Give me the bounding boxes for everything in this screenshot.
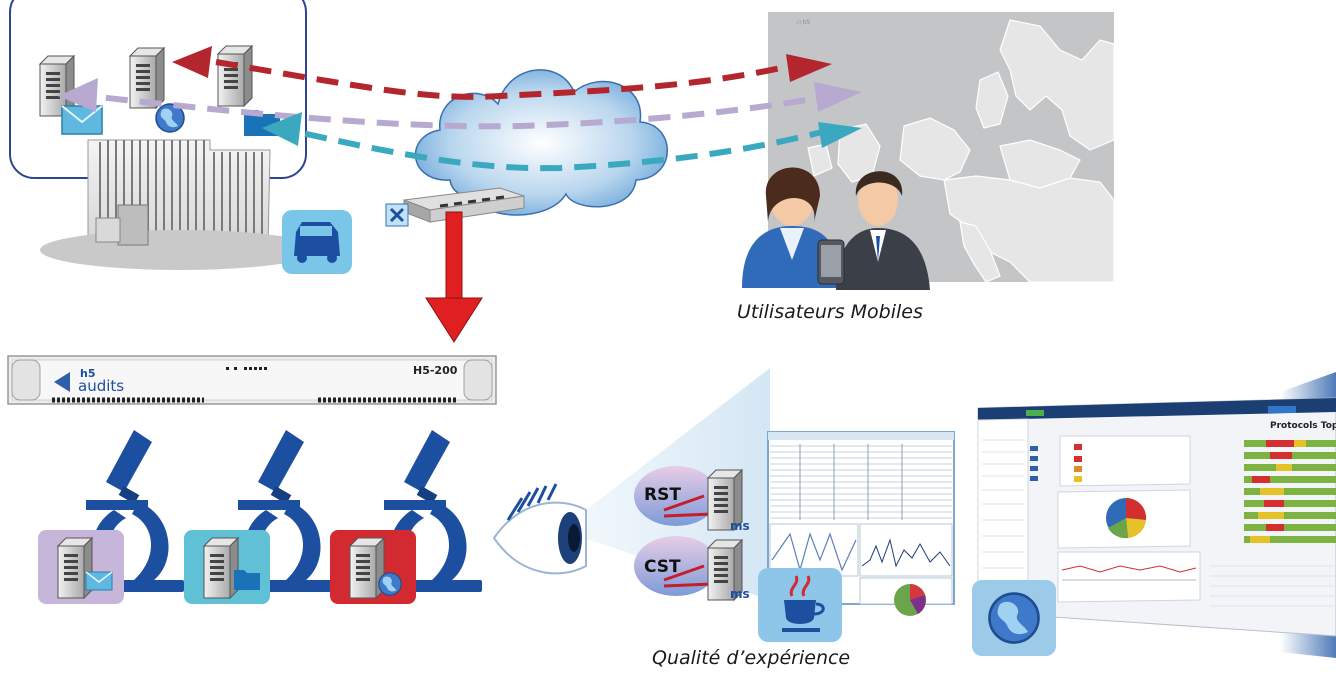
server-icon bbox=[217, 45, 253, 107]
model-label: H5-200 bbox=[413, 364, 458, 377]
server-icon bbox=[203, 537, 239, 599]
server-icon bbox=[129, 47, 165, 109]
building-base bbox=[40, 230, 320, 270]
server-icon bbox=[349, 537, 385, 599]
rst-block: RST ms bbox=[634, 466, 750, 533]
mail-icon bbox=[85, 571, 113, 591]
cloud-icon bbox=[414, 69, 668, 216]
cst-block: CST ms bbox=[634, 536, 750, 601]
arrowhead-teal-left bbox=[262, 112, 302, 146]
h5-200-appliance: h5 audits H5-200 bbox=[7, 355, 497, 405]
arrowhead-teal-right bbox=[818, 122, 862, 148]
brand-audits: audits bbox=[78, 377, 124, 395]
switch-icon bbox=[403, 187, 525, 223]
users-icon bbox=[742, 167, 930, 290]
ms-label-1: ms bbox=[730, 519, 750, 533]
arrowhead-red-left bbox=[172, 46, 212, 78]
java-icon bbox=[758, 568, 842, 642]
analyzer-window bbox=[767, 431, 955, 616]
arrowhead-red-right bbox=[786, 54, 832, 82]
dashboard-title: Protocols Top 1 bbox=[1270, 421, 1336, 431]
mini-device bbox=[95, 217, 121, 243]
cst-label: CST bbox=[644, 557, 681, 577]
phone-icon bbox=[817, 239, 845, 285]
flow-lavender bbox=[71, 91, 831, 130]
ms-label-2: ms bbox=[730, 587, 750, 601]
folder-icon bbox=[234, 570, 260, 590]
svg-text:◁ h5: ◁ h5 bbox=[796, 19, 810, 26]
flow-red bbox=[215, 59, 791, 100]
globe-icon bbox=[988, 592, 1040, 644]
europe-map bbox=[807, 19, 1115, 283]
mini-server bbox=[117, 204, 149, 246]
brand-h5: h5 bbox=[80, 367, 96, 380]
caption-mobile-users: Utilisateurs Mobiles bbox=[737, 301, 923, 323]
rst-label: RST bbox=[644, 485, 681, 505]
flow-teal bbox=[271, 123, 831, 172]
caption-quality: Qualité d’expérience bbox=[652, 647, 850, 669]
tap-arrow bbox=[425, 211, 483, 343]
globe-tile bbox=[972, 580, 1056, 656]
globe-icon bbox=[378, 572, 402, 596]
arrowhead-lavender-left bbox=[58, 78, 98, 112]
tap-icon bbox=[385, 203, 409, 227]
dashboard-window: Protocols Top 1 bbox=[977, 397, 1336, 637]
dashboard-bars bbox=[1244, 440, 1336, 543]
datacenter-racks bbox=[99, 140, 263, 236]
car-icon bbox=[282, 210, 352, 274]
arrowhead-lavender-right bbox=[814, 82, 862, 112]
eye-icon bbox=[492, 483, 587, 575]
